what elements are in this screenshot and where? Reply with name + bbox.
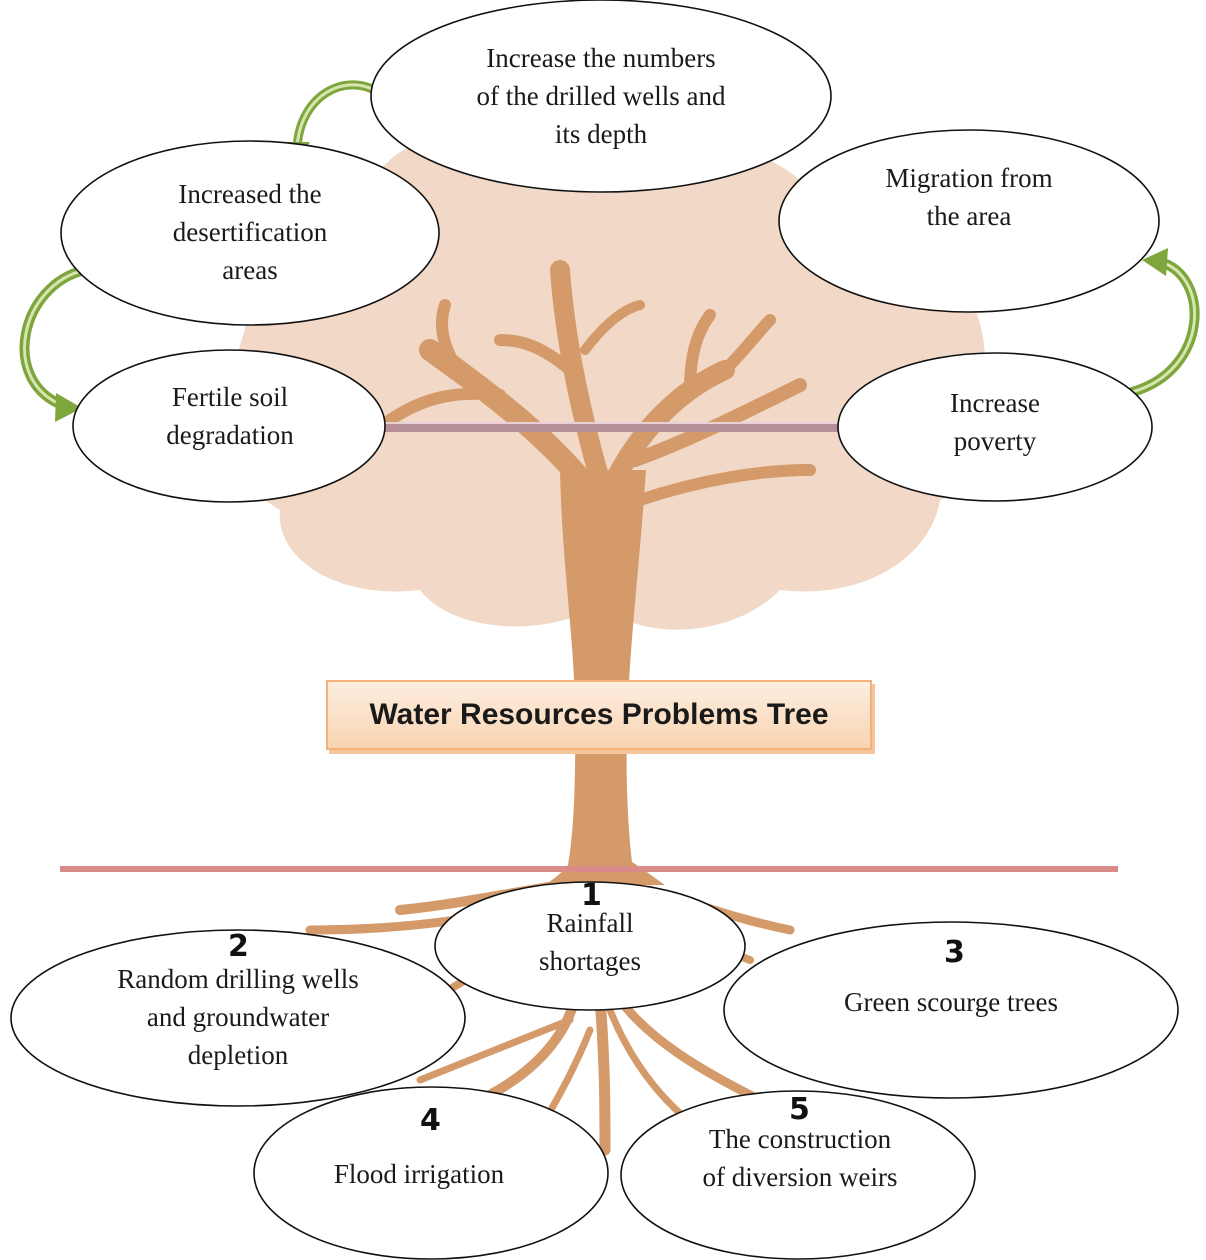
cause-rainfall-ellipse — [434, 881, 746, 1011]
cause-flood: Flood irrigation — [309, 1154, 529, 1194]
effect-soil-line: degradation — [166, 420, 294, 450]
curved-arrows — [19, 80, 1200, 422]
effect-desertification-line: desertification — [172, 217, 328, 247]
effect-wells-line: its depth — [554, 119, 648, 149]
effect-migration-ellipse — [778, 129, 1160, 313]
effect-poverty-ellipse — [837, 352, 1153, 502]
cause-weirs-line: The construction — [708, 1124, 892, 1154]
diagram-title: Water Resources Problems Tree — [369, 698, 829, 731]
cause-drilling-line: and groundwater — [146, 1002, 330, 1032]
cause-drilling-line: Random drilling wells — [117, 964, 359, 994]
cause-flood-number: 4 — [420, 1103, 441, 1138]
effect-wells-line: Increase the numbers — [486, 43, 716, 73]
cause-weirs-number: 5 — [789, 1092, 810, 1127]
cause-scourge-number: 3 — [944, 935, 965, 970]
effect-poverty-line: poverty — [953, 426, 1037, 456]
effect-desertification-ellipse — [60, 140, 440, 326]
cause-rainfall-line: shortages — [539, 946, 641, 976]
effect-soil-line: Fertile soil — [171, 382, 289, 412]
cause-weirs-ellipse — [620, 1090, 976, 1260]
effect-desertification-line: areas — [222, 255, 278, 285]
effect-wells: Increase the numbers of the drilled well… — [421, 36, 781, 156]
cause-scourge-line: Green scourge trees — [844, 987, 1058, 1017]
cause-drilling-line: depletion — [187, 1040, 289, 1070]
cause-drilling: Random drilling wells and groundwater de… — [78, 960, 398, 1074]
effect-wells-ellipse — [370, 0, 832, 193]
diagram-title-box: Water Resources Problems Tree — [326, 680, 872, 750]
effect-desertification-line: Increased the — [178, 179, 322, 209]
cause-rainfall: Rainfall shortages — [490, 904, 690, 980]
node-ellipses — [10, 0, 1179, 1260]
effect-migration-line: the area — [926, 201, 1012, 231]
cause-weirs: The construction of diversion weirs — [670, 1120, 930, 1196]
cause-drilling-number: 2 — [228, 929, 249, 964]
cause-scourge: Green scourge trees — [811, 982, 1091, 1022]
effect-wells-line: of the drilled wells and — [476, 81, 726, 111]
cause-scourge-ellipse — [723, 921, 1179, 1099]
cause-flood-line: Flood irrigation — [333, 1159, 505, 1189]
cause-flood-ellipse — [253, 1086, 609, 1260]
effect-soil-ellipse — [72, 349, 386, 503]
cause-rainfall-number: 1 — [581, 878, 602, 913]
cause-drilling-ellipse — [10, 929, 466, 1107]
tree-trunk — [545, 470, 665, 885]
effect-desertification: Increased the desertification areas — [100, 172, 400, 292]
effect-soil: Fertile soil degradation — [100, 376, 360, 456]
effect-migration-line: Migration from — [885, 163, 1053, 193]
cause-rainfall-line: Rainfall — [546, 908, 634, 938]
effect-poverty: Increase poverty — [875, 384, 1115, 460]
cause-weirs-line: of diversion weirs — [702, 1162, 898, 1192]
effect-migration: Migration from the area — [839, 157, 1099, 237]
effect-poverty-line: Increase — [950, 388, 1040, 418]
